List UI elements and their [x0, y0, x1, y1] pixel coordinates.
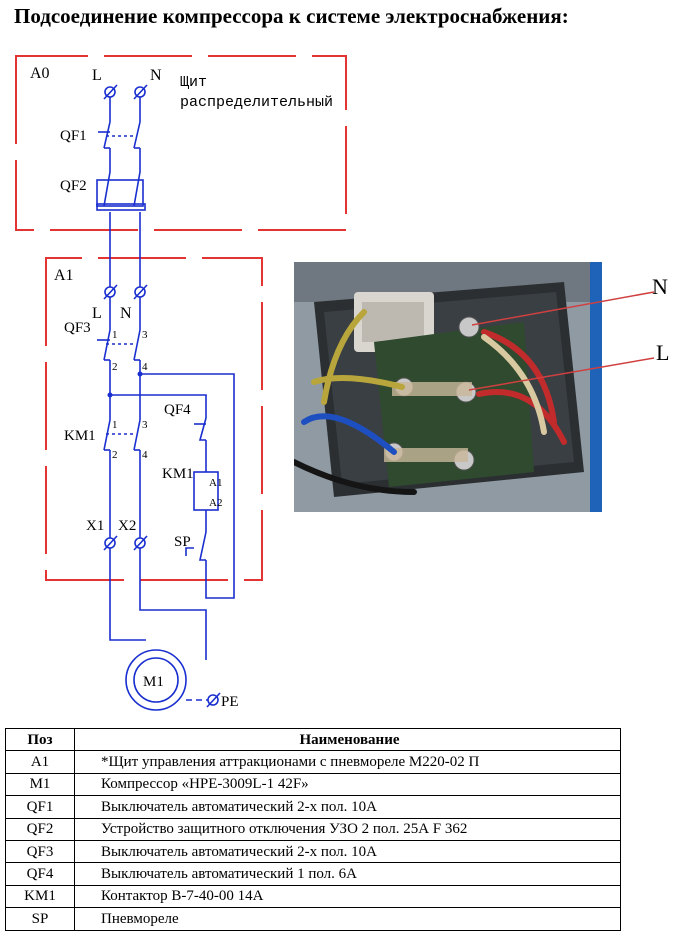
- row-name: Пневмореле: [74, 907, 621, 931]
- coil-a1-label: A1: [209, 477, 222, 489]
- a1-terminal-n: N: [120, 305, 132, 322]
- row-name: Выключатель автоматический 1 пол. 6А: [74, 862, 621, 886]
- row-name: *Щит управления аттракционами с пневморе…: [74, 750, 621, 774]
- row-name: Контактор В-7-40-00 14А: [74, 884, 621, 909]
- table-header-row: Поз Наименование: [5, 727, 621, 752]
- qf3-pin-4: 4: [142, 361, 148, 373]
- terminal-block-photo: N L: [294, 262, 680, 512]
- km1-pin-4: 4: [142, 449, 148, 461]
- km1-pin-2: 2: [112, 449, 118, 461]
- row-name: Компрессор «HPE-3009L-1 42F»: [74, 772, 621, 797]
- qf3-label: QF3: [64, 320, 91, 336]
- coil-a2-label: A2: [209, 497, 222, 509]
- row-name: Устройство защитного отключения УЗО 2 по…: [74, 817, 621, 841]
- a1-label: A1: [54, 267, 74, 284]
- row-pos: M1: [5, 772, 75, 797]
- qf3-pin-3: 3: [142, 329, 148, 341]
- pe-label: PE: [221, 694, 239, 710]
- row-pos: QF4: [5, 862, 75, 886]
- row-pos: QF1: [5, 795, 75, 819]
- header-name: Наименование: [74, 727, 621, 752]
- header-pos: Поз: [5, 727, 75, 752]
- row-name: Выключатель автоматический 2-х пол. 10А: [74, 795, 621, 819]
- row-pos: A1: [5, 750, 75, 774]
- row-pos: SP: [5, 907, 75, 931]
- motor-label: M1: [143, 674, 164, 690]
- panel-name-line1: Щит: [180, 74, 207, 91]
- km1-coil-label: KM1: [162, 466, 194, 482]
- specification-table: Поз Наименование A1*Щит управления аттра…: [5, 727, 621, 931]
- junction-dots: [107, 371, 143, 398]
- sp-label: SP: [174, 534, 191, 550]
- x1-label: X1: [86, 518, 104, 534]
- qf3-pin-2: 2: [112, 361, 118, 373]
- x2-label: X2: [118, 518, 136, 534]
- terminals: [103, 84, 221, 708]
- km1-label: KM1: [64, 428, 96, 444]
- a0-label: A0: [30, 65, 50, 82]
- qf2-label: QF2: [60, 178, 87, 194]
- a1-terminal-l: L: [92, 305, 102, 322]
- qf3-pin-1: 1: [112, 329, 118, 341]
- switch-symbols: [96, 121, 219, 711]
- page-title: Подсоединение компрессора к системе элек…: [14, 4, 569, 28]
- row-pos: QF2: [5, 817, 75, 841]
- a0-terminal-l: L: [92, 67, 102, 84]
- wires: [109, 92, 235, 660]
- photo-label-n: N: [652, 274, 668, 299]
- a0-frame: [15, 55, 347, 231]
- panel-name-line2: распределительный: [180, 94, 333, 111]
- wiring-diagram: A0 L N Щит распределительный QF1 QF2 A1 …: [15, 55, 347, 711]
- a1-frame: [45, 257, 263, 581]
- qf1-label: QF1: [60, 128, 87, 144]
- table-row: A1*Щит управления аттракционами с пневмо…: [5, 750, 621, 774]
- photo-label-l: L: [656, 340, 669, 365]
- a0-terminal-n: N: [150, 67, 162, 84]
- row-pos: QF3: [5, 839, 75, 864]
- row-pos: KM1: [5, 884, 75, 909]
- row-name: Выключатель автоматический 2-х пол. 10А: [74, 839, 621, 864]
- km1-pin-1: 1: [112, 419, 118, 431]
- km1-pin-3: 3: [142, 419, 148, 431]
- qf4-label: QF4: [164, 402, 191, 418]
